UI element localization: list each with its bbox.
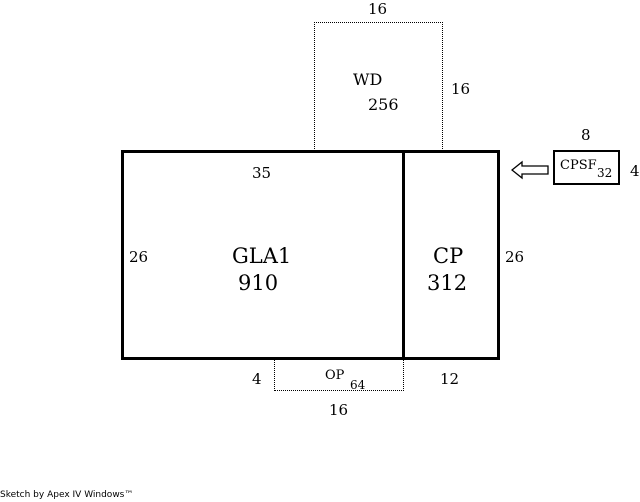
gla1-area: 910	[238, 271, 279, 295]
cp-right-dimension: 26	[505, 248, 525, 266]
op-bottom-dimension: 16	[329, 401, 349, 419]
wd-area: 256	[368, 95, 399, 114]
gla1-left-dimension: 26	[129, 248, 149, 266]
cpsf-right-dimension: 4	[630, 162, 640, 180]
cp-outline	[402, 150, 500, 360]
cp-bottom-dimension: 12	[440, 370, 460, 388]
footer-credit: Sketch by Apex IV Windows™	[0, 490, 134, 500]
wd-label: WD	[353, 70, 383, 89]
op-outline	[274, 358, 404, 391]
cpsf-outline	[553, 150, 620, 185]
cp-label: CP	[433, 244, 464, 268]
wd-top-dimension: 16	[368, 0, 388, 18]
gla1-top-dimension: 35	[252, 164, 272, 182]
cpsf-area: 32	[597, 166, 613, 180]
cpsf-label: CPSF	[560, 158, 597, 173]
cpsf-top-dimension: 8	[581, 126, 591, 144]
wd-right-dimension: 16	[451, 80, 471, 98]
op-area: 64	[350, 378, 366, 392]
gla1-label: GLA1	[232, 244, 292, 268]
op-label: OP	[325, 368, 345, 383]
hollow-left-arrow-icon	[511, 160, 549, 180]
cp-area: 312	[427, 271, 468, 295]
op-left-dimension: 4	[252, 370, 262, 388]
